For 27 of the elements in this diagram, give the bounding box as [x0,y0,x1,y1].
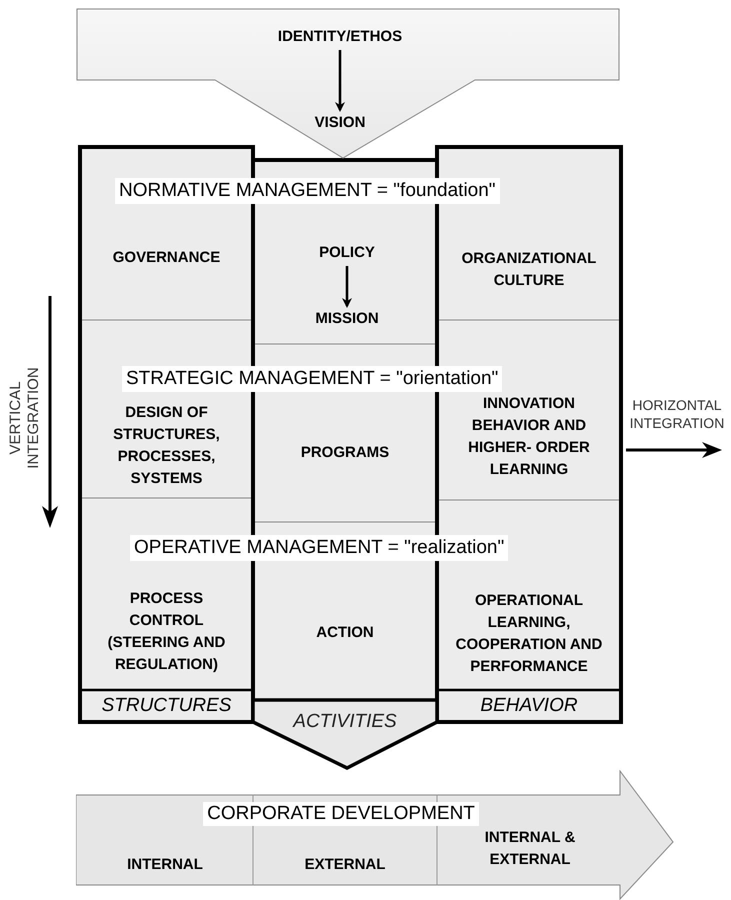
cell-label: IDENTITY/ETHOS [260,26,420,48]
axis-label: VERTICAL INTEGRATION [7,366,43,471]
chevron-label: ACTIVITIES [292,710,398,734]
cell-label: DESIGN OF STRUCTURES, PROCESSES, SYSTEMS [84,398,249,494]
cell-label: OPERATIONAL LEARNING, COOPERATION AND PERFORMANCE [452,584,606,684]
axis-label: HORIZONTAL INTEGRATION [628,396,726,432]
management-banner: OPERATIVE MANAGEMENT = "realization" [130,535,508,561]
cell-label: EXTERNAL [256,850,434,880]
management-banner: STRATEGIC MANAGEMENT = "orientation" [122,366,502,392]
arrow-heading: CORPORATE DEVELOPMENT [203,802,479,826]
management-banner: NORMATIVE MANAGEMENT = "foundation" [115,178,500,204]
cell-label: POLICY [300,242,394,264]
cell-label: ORGANIZATIONAL CULTURE [440,245,618,295]
arrow [342,266,352,308]
cell-label: INTERNAL [80,850,250,880]
chevron-shape [253,700,437,770]
cell-label: PROGRAMS [258,440,432,466]
cell-label: MISSION [290,308,404,330]
funnel-shape [76,8,620,160]
column-label: BEHAVIOR [440,692,618,719]
cell-label: ACTION [258,620,432,646]
development-arrow [76,770,676,900]
cell-label: VISION [290,112,390,134]
column-label: STRUCTURES [83,692,250,719]
cell-label: GOVERNANCE [84,245,249,271]
arrow [335,50,345,112]
cell-label: PROCESS CONTROL (STEERING AND REGULATION) [94,582,239,682]
